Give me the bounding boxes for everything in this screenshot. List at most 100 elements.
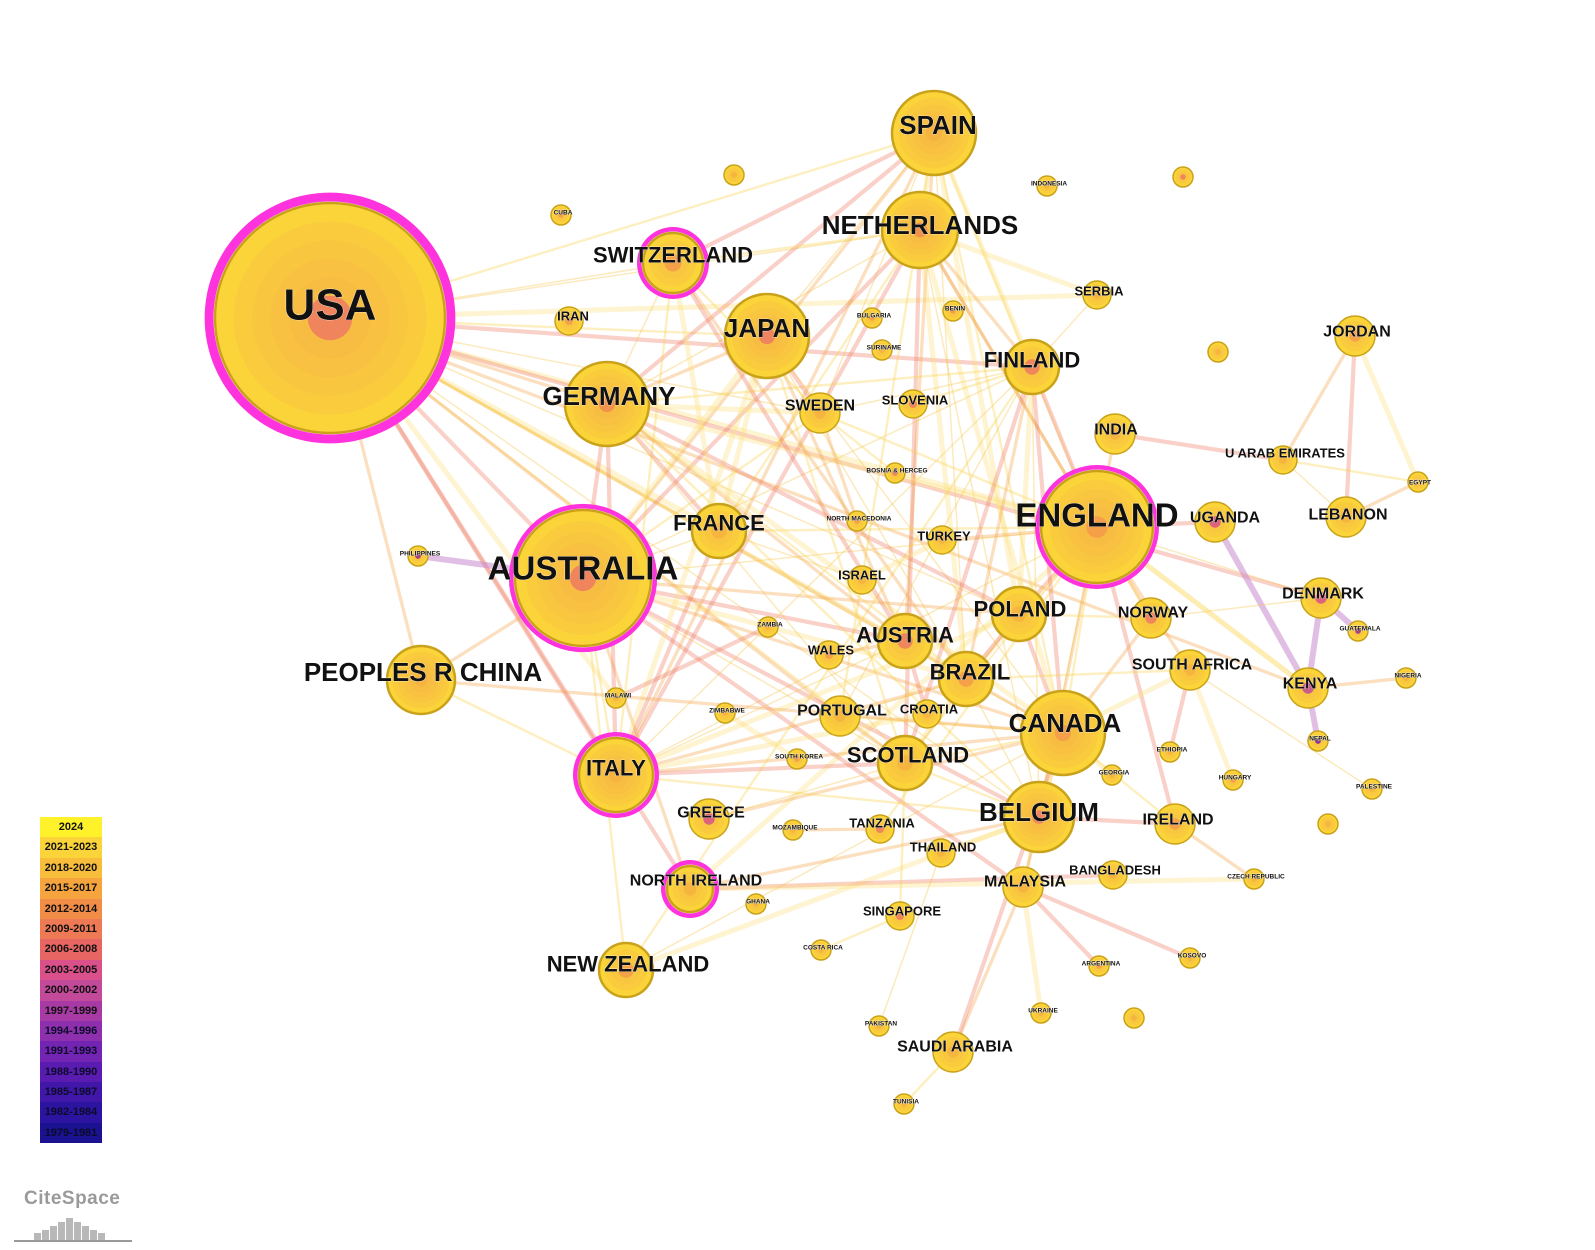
node-uganda[interactable] [1194, 501, 1236, 543]
node-zimbabwe[interactable] [714, 702, 736, 724]
node-austria[interactable] [876, 612, 934, 670]
node-north-ireland[interactable] [661, 860, 719, 918]
node-palestine[interactable] [1361, 778, 1383, 800]
node-jordan[interactable] [1334, 315, 1376, 357]
node-england[interactable] [1035, 465, 1159, 589]
node-saudi-arabia[interactable] [932, 1031, 974, 1073]
legend-item: 1997-1999 [40, 1000, 102, 1021]
node-indonesia[interactable] [1036, 175, 1058, 197]
node-kenya[interactable] [1287, 667, 1329, 709]
node-italy[interactable] [573, 732, 659, 818]
node-poland[interactable] [990, 585, 1048, 643]
node-malawi[interactable] [605, 687, 627, 709]
node-malaysia[interactable] [1002, 866, 1044, 908]
node-czech-republic[interactable] [1243, 868, 1265, 890]
node-canada[interactable] [1019, 689, 1107, 777]
node-zambia[interactable] [757, 616, 779, 638]
node-brazil[interactable] [937, 650, 995, 708]
node-bulgaria[interactable] [861, 307, 883, 329]
node-u4[interactable] [1317, 813, 1339, 835]
node-new-zealand[interactable] [597, 941, 655, 999]
node-japan[interactable] [723, 292, 811, 380]
link-switzerland-brazil [671, 261, 968, 681]
node-north-macedonia[interactable] [846, 510, 868, 532]
node-tanzania[interactable] [865, 814, 895, 844]
node-bosnia-herceg[interactable] [884, 462, 906, 484]
node-australia[interactable] [508, 503, 658, 653]
node-denmark[interactable] [1300, 577, 1342, 619]
legend-item: 1985-1987 [40, 1082, 102, 1103]
node-france[interactable] [690, 502, 748, 560]
node-u3[interactable] [1207, 341, 1229, 363]
node-argentina[interactable] [1088, 955, 1110, 977]
link-jordan-u-arab-emirates [1281, 334, 1357, 462]
node-finland[interactable] [1003, 338, 1061, 396]
node-spain[interactable] [890, 89, 978, 177]
node-pakistan[interactable] [868, 1015, 890, 1037]
node-guatemala[interactable] [1347, 620, 1369, 642]
node-turkey[interactable] [927, 525, 957, 555]
node-ring [565, 317, 573, 325]
node-slovenia[interactable] [898, 389, 928, 419]
legend-item: 2024 [40, 817, 102, 838]
node-iran[interactable] [554, 306, 584, 336]
node-portugal[interactable] [819, 695, 861, 737]
node-benin[interactable] [942, 300, 964, 322]
node-netherlands[interactable] [880, 190, 960, 270]
node-kosovo[interactable] [1179, 947, 1201, 969]
node-hungary[interactable] [1222, 769, 1244, 791]
node-tunisia[interactable] [893, 1093, 915, 1115]
node-scotland[interactable] [876, 734, 934, 792]
node-philippines[interactable] [407, 545, 429, 567]
node-serbia[interactable] [1082, 280, 1112, 310]
label-zambia: ZAMBIA [757, 621, 783, 628]
node-ghana[interactable] [745, 893, 767, 915]
node-ring [923, 710, 931, 718]
node-singapore[interactable] [885, 901, 915, 931]
link-u-arab-emirates-egypt [1281, 458, 1420, 484]
node-u5[interactable] [1123, 1007, 1145, 1029]
node-egypt[interactable] [1407, 471, 1429, 493]
node-peoples-r-china[interactable] [385, 644, 457, 716]
node-lebanon[interactable] [1325, 496, 1367, 538]
label-greece: GREECE [677, 805, 745, 822]
node-usa[interactable] [204, 192, 456, 444]
node-ring [1315, 592, 1327, 604]
label-italy: ITALY [586, 756, 646, 781]
node-u-arab-emirates[interactable] [1268, 445, 1298, 475]
node-costa-rica[interactable] [810, 939, 832, 961]
node-mozambique[interactable] [782, 819, 804, 841]
node-belgium[interactable] [1002, 780, 1076, 854]
node-south-korea[interactable] [786, 748, 808, 770]
node-u2[interactable] [1172, 166, 1194, 188]
node-ethiopia[interactable] [1159, 741, 1181, 763]
label-zimbabwe: ZIMBABWE [709, 707, 745, 714]
node-india[interactable] [1094, 413, 1136, 455]
node-sweden[interactable] [799, 392, 841, 434]
label-malawi: MALAWI [605, 692, 632, 699]
node-bangladesh[interactable] [1098, 860, 1128, 890]
node-ukraine[interactable] [1030, 1002, 1052, 1024]
node-israel[interactable] [847, 565, 877, 595]
node-norway[interactable] [1130, 597, 1172, 639]
node-ireland[interactable] [1154, 803, 1196, 845]
node-suriname[interactable] [871, 339, 893, 361]
node-wales[interactable] [814, 640, 844, 670]
node-nepal[interactable] [1307, 730, 1329, 752]
node-croatia[interactable] [912, 699, 942, 729]
node-south-africa[interactable] [1169, 649, 1211, 691]
node-nigeria[interactable] [1395, 667, 1417, 689]
node-germany[interactable] [563, 360, 651, 448]
node-ring [1109, 772, 1115, 778]
link-australia-finland [582, 366, 1033, 579]
label-israel: ISRAEL [838, 568, 886, 583]
node-u1[interactable] [723, 164, 745, 186]
node-cuba[interactable] [550, 204, 572, 226]
node-thailand[interactable] [926, 838, 956, 868]
node-georgia[interactable] [1101, 764, 1123, 786]
node-greece[interactable] [688, 798, 730, 840]
node-ring [901, 1101, 907, 1107]
link-italy-croatia [613, 711, 930, 778]
link-new-zealand-belgium [623, 814, 1042, 973]
node-switzerland[interactable] [637, 227, 709, 299]
